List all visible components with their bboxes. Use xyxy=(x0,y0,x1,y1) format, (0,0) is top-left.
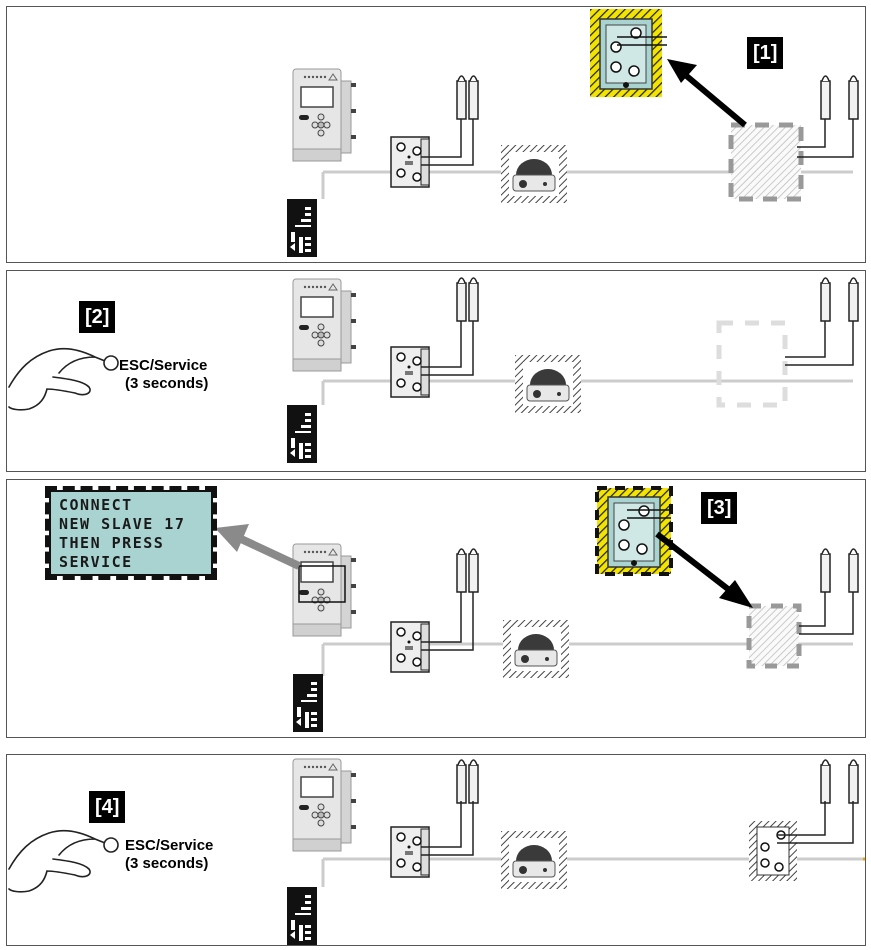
power-supply-icon xyxy=(287,199,317,257)
sensor-icon xyxy=(848,548,859,593)
sensor-icon xyxy=(456,75,467,120)
display-line: SERVICE xyxy=(59,553,133,571)
step-3-panel: [3] CONNECT NEW SLAVE 17 THEN PRESS SERV… xyxy=(6,479,866,738)
io-module-icon xyxy=(390,826,430,878)
controller-unit-icon xyxy=(292,543,357,637)
button-label: ESC/Service xyxy=(125,837,214,854)
pointing-hand-icon xyxy=(8,829,119,893)
slave-module-icon xyxy=(607,496,661,568)
empty-slave-slot xyxy=(716,320,788,408)
sensor-icon xyxy=(820,75,831,120)
step-4-panel: [4] ESC/Service (3 seconds) xyxy=(6,754,866,946)
sensor-icon xyxy=(468,277,479,322)
sensor-icon xyxy=(820,759,831,804)
button-hint: (3 seconds) xyxy=(125,375,209,392)
step-2-panel: [2] ESC/Service (3 seconds) xyxy=(6,270,866,472)
controller-unit-icon xyxy=(292,278,357,372)
emergency-stop-icon xyxy=(514,354,582,414)
new-slave-placeholder xyxy=(746,603,802,669)
io-module-icon xyxy=(390,621,430,673)
display-line: THEN PRESS xyxy=(59,534,165,552)
pointing-hand-icon xyxy=(8,347,119,411)
display-highlight-box xyxy=(298,565,346,603)
emergency-stop-icon xyxy=(500,144,568,204)
network-diagram-step-1 xyxy=(287,9,859,257)
removed-slave-placeholder xyxy=(728,122,804,202)
button-label: ESC/Service xyxy=(119,357,208,374)
button-caption: ESC/Service (3 seconds) xyxy=(125,837,213,873)
display-pointer-arrow xyxy=(237,534,301,570)
sensor-icon xyxy=(468,759,479,804)
step-1-panel: [1] xyxy=(6,6,866,263)
move-arrow xyxy=(655,531,739,599)
power-supply-icon xyxy=(293,674,323,732)
controller-unit-icon xyxy=(292,758,357,852)
io-module-icon xyxy=(390,136,430,188)
network-diagram-step-2 xyxy=(8,277,859,463)
step-badge: [4] xyxy=(89,791,126,823)
sensor-icon xyxy=(848,759,859,804)
sensor-icon xyxy=(456,548,467,593)
sensor-icon xyxy=(820,548,831,593)
step-badge: [3] xyxy=(701,492,738,524)
step-badge: [1] xyxy=(747,37,784,69)
sensor-icon xyxy=(468,75,479,120)
step-badge: [2] xyxy=(79,301,116,333)
controller-unit-icon xyxy=(292,68,357,162)
display-line: NEW SLAVE 17 xyxy=(59,515,186,533)
power-supply-icon xyxy=(287,405,317,463)
sensor-icon xyxy=(456,277,467,322)
button-caption: ESC/Service (3 seconds) xyxy=(119,357,208,393)
slave-module-icon xyxy=(599,18,653,90)
button-hint: (3 seconds) xyxy=(125,855,209,872)
sensor-icon xyxy=(848,277,859,322)
network-diagram-step-4 xyxy=(8,758,865,945)
sensor-icon xyxy=(468,548,479,593)
network-diagram-step-3 xyxy=(215,486,859,732)
move-arrow xyxy=(681,70,747,128)
emergency-stop-icon xyxy=(502,619,570,679)
emergency-stop-icon xyxy=(500,830,568,890)
controller-display-message: CONNECT NEW SLAVE 17 THEN PRESS SERVICE xyxy=(45,486,217,580)
sensor-icon xyxy=(820,277,831,322)
io-module-icon xyxy=(390,346,430,398)
display-line: CONNECT xyxy=(59,496,133,514)
sensor-icon xyxy=(848,75,859,120)
power-supply-icon xyxy=(287,887,317,945)
sensor-icon xyxy=(456,759,467,804)
